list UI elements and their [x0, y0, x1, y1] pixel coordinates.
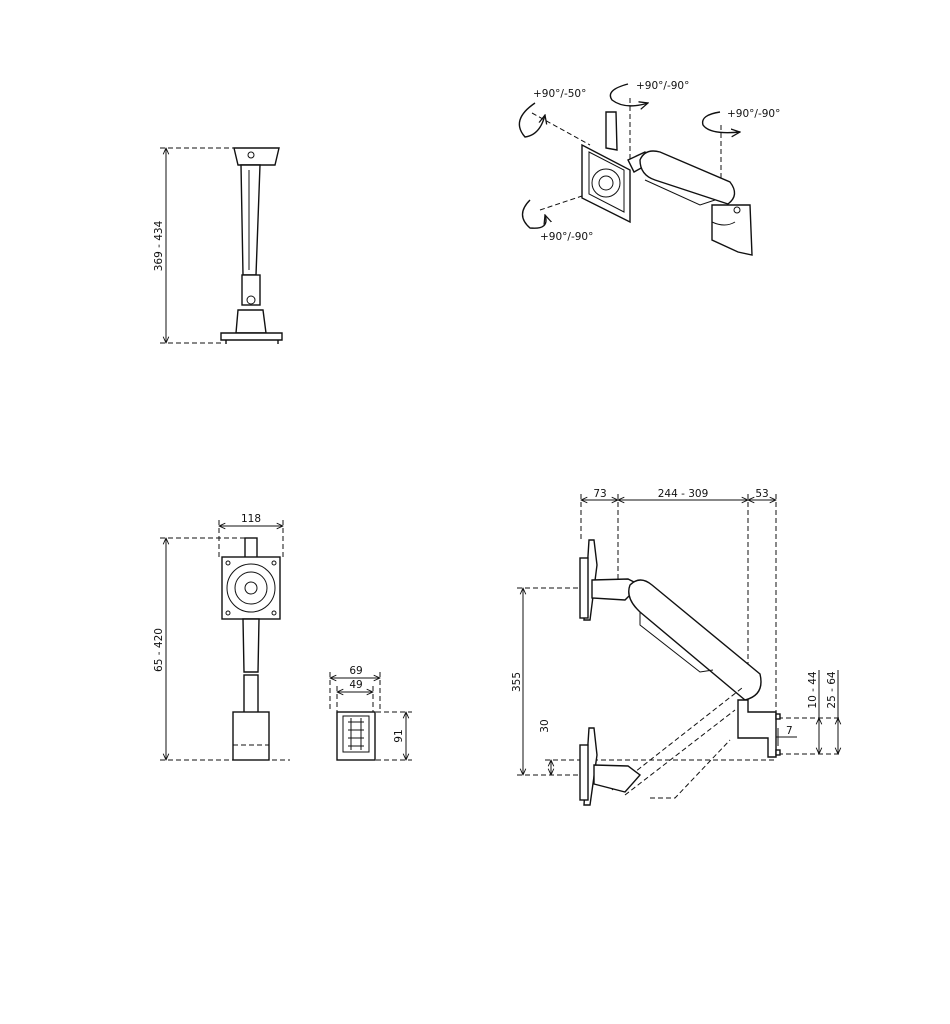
- front-view: 369 - 434: [153, 147, 283, 344]
- clamp-view: 69 49 91: [330, 665, 412, 761]
- rotation-arrows: +90°/-50° +90°/-90° +90°/-90° +90°/-90°: [518, 80, 780, 243]
- side-view: 73 244 - 309 53 355 30 10 - 44 25 - 64 7: [511, 488, 842, 806]
- reach-label: 244 - 309: [658, 488, 709, 500]
- rotation-portrait-label: +90°/-90°: [540, 231, 593, 243]
- height-label: 369 - 434: [153, 220, 165, 271]
- width-label: 118: [241, 513, 261, 525]
- height-label: 65 - 420: [153, 628, 165, 672]
- clamp-outer-width-label: 69: [349, 665, 362, 677]
- rotation-swivel-label: +90°/-90°: [636, 80, 689, 92]
- arm-front: [220, 147, 283, 344]
- height-dimension: 369 - 434: [153, 148, 236, 343]
- clamp-height-label: 91: [393, 729, 405, 742]
- isometric-view: +90°/-50° +90°/-90° +90°/-90° +90°/-90°: [518, 80, 780, 256]
- clamp-inner-width-label: 49: [349, 679, 362, 691]
- rotation-arm-label: +90°/-90°: [727, 108, 780, 120]
- lift-label: 355: [511, 672, 523, 692]
- drop-label: 30: [539, 719, 551, 732]
- desk-range-label: 25 - 64: [826, 671, 838, 709]
- rotation-tilt-label: +90°/-50°: [533, 88, 586, 100]
- base-label: 53: [755, 488, 768, 500]
- height-dimension: 65 - 420: [153, 538, 290, 760]
- offset-label: 73: [593, 488, 606, 500]
- back-view: 118 65 - 420: [153, 513, 290, 761]
- gap-label: 7: [786, 725, 793, 737]
- desk-thickness-label: 10 - 44: [807, 671, 819, 709]
